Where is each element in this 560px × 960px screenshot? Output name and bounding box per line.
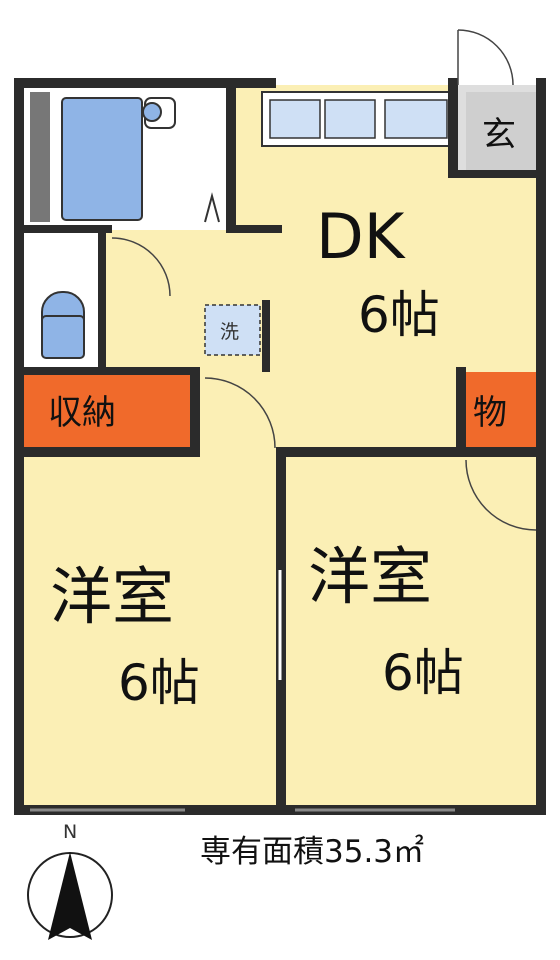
storage-left-floor bbox=[22, 372, 190, 447]
western-right-size: 6帖 bbox=[382, 644, 464, 702]
compass: N bbox=[27, 821, 113, 940]
kitchen-sink-2 bbox=[324, 99, 376, 139]
door-swings bbox=[111, 29, 537, 531]
washer-box bbox=[204, 304, 261, 356]
western-left-floor bbox=[22, 457, 284, 807]
walls bbox=[14, 78, 546, 815]
toilet-tank bbox=[41, 315, 85, 359]
western-left-name: 洋室 bbox=[50, 560, 174, 633]
bath-sink-basin bbox=[142, 102, 162, 122]
storage-right-floor bbox=[460, 372, 545, 447]
storage-left-label: 収納 bbox=[48, 393, 116, 433]
entrance-label: 玄 bbox=[482, 115, 516, 155]
kitchen-sink-1 bbox=[269, 99, 321, 139]
western-left-size: 6帖 bbox=[118, 654, 200, 712]
compass-north-label: N bbox=[63, 821, 77, 843]
north-arrow-icon bbox=[48, 852, 92, 940]
washer-label: 洗 bbox=[220, 321, 239, 343]
storage-right-label: 物 bbox=[473, 393, 507, 433]
entrance-tile bbox=[466, 92, 538, 172]
kitchen-stove bbox=[384, 99, 448, 139]
dk-size: 6帖 bbox=[358, 286, 440, 344]
western-right-floor bbox=[284, 457, 545, 807]
western-right-name: 洋室 bbox=[308, 540, 432, 613]
bath-dark-wall bbox=[30, 92, 50, 222]
floor-area: 専有面積35.3㎡ bbox=[200, 834, 424, 870]
dk-name: DK bbox=[316, 200, 406, 273]
bathtub bbox=[61, 97, 143, 221]
bath-door-mark bbox=[204, 192, 220, 223]
